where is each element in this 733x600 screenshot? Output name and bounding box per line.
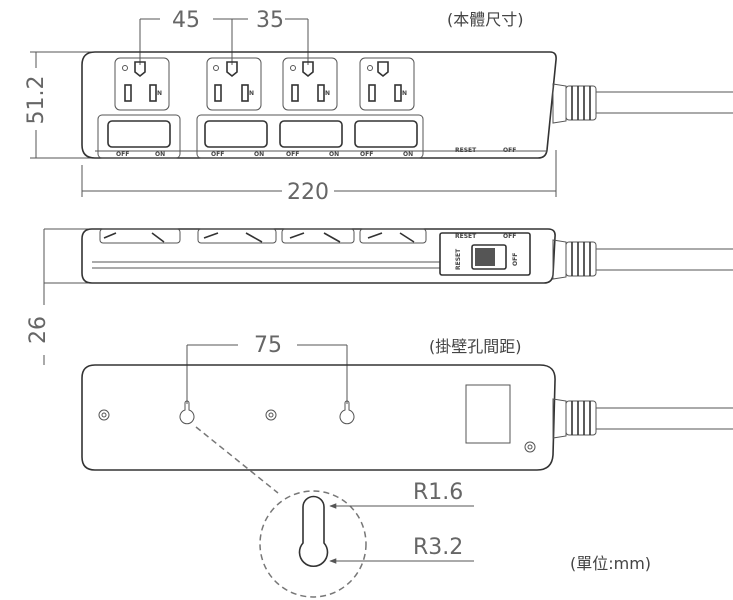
- outlet-1-slot-right: [149, 84, 157, 102]
- outlet-4-slot-right: [394, 84, 402, 102]
- switch-housing-right: [196, 114, 424, 159]
- caption-unit: (單位:mm): [570, 554, 651, 573]
- cable-top-grip: [565, 85, 597, 121]
- switch-3-off-label: OFF: [286, 151, 299, 158]
- bottom-screw-right: [524, 441, 536, 453]
- outlet-3: N: [282, 57, 338, 111]
- cable-side-grip: [565, 241, 597, 277]
- side-socket-3: [281, 228, 355, 244]
- switch-3-rocker: [279, 120, 343, 148]
- outlet-4: N: [359, 57, 415, 111]
- switch-4: OFF ON: [354, 120, 418, 158]
- outlet-3-slot-left: [291, 84, 299, 102]
- outlet-2-slot-right: [241, 84, 249, 102]
- side-view: 26 RESET OFF RESET OFF: [26, 228, 733, 365]
- outlet-2-slot-left: [214, 84, 222, 102]
- side-off-vertical-label: OFF: [512, 253, 519, 266]
- side-body-outline: [81, 228, 556, 284]
- outlet-4-ground: [377, 61, 389, 78]
- cable-side: [552, 239, 733, 280]
- caption-hang-spacing: (掛壁孔間距): [429, 337, 522, 356]
- bottom-screw-right-inner: [527, 444, 533, 450]
- bottom-screw-left: [98, 409, 110, 421]
- outlet-3-ground: [302, 61, 314, 78]
- switch-2: OFF ON: [204, 120, 268, 158]
- side-socket-2: [197, 228, 277, 244]
- switch-4-off-label: OFF: [360, 151, 373, 158]
- outlet-1-face: [114, 57, 170, 111]
- cable-top: [552, 83, 733, 124]
- switch-4-rocker: [354, 120, 418, 148]
- dim-51-2: 51.2: [24, 76, 49, 125]
- switch-3: OFF ON: [279, 120, 343, 158]
- switch-3-on-label: ON: [329, 151, 339, 158]
- bottom-body-outline: [81, 364, 556, 471]
- detail-circle: [259, 490, 367, 598]
- switch-2-on-label: ON: [254, 151, 264, 158]
- side-socket-1: [99, 228, 181, 244]
- cable-bottom-boot: [552, 398, 567, 439]
- side-off-label: OFF: [503, 233, 516, 240]
- outlet-2-screw: [213, 65, 219, 71]
- switch-1-on-label: ON: [155, 151, 165, 158]
- switch-4-on-label: ON: [403, 151, 413, 158]
- dim-26: 26: [26, 316, 51, 344]
- side-reset-vertical-label: RESET: [455, 248, 462, 270]
- dim-35: 35: [256, 8, 284, 33]
- outlet-1-ground: [134, 61, 146, 78]
- dim-45: 45: [172, 8, 200, 33]
- outlet-1-slot-left: [124, 84, 132, 102]
- dim-220: 220: [287, 180, 329, 205]
- switch-housing-left: [97, 114, 181, 159]
- cable-bottom: [552, 398, 733, 439]
- keyhole-right: [339, 400, 355, 425]
- top-off-label: OFF: [503, 147, 516, 154]
- bottom-screw-left-inner: [101, 412, 107, 418]
- outlet-2-neutral-mark: N: [249, 90, 254, 97]
- strip-body-outline: [81, 51, 557, 159]
- bottom-screw-center-inner: [268, 412, 274, 418]
- side-reset-button: [471, 244, 507, 270]
- switch-1: OFF ON: [107, 120, 171, 158]
- cable-side-boot: [552, 239, 567, 280]
- keyhole-detail: [298, 495, 329, 567]
- label-r3-2: R3.2: [413, 535, 463, 560]
- dim-75: 75: [254, 333, 282, 358]
- outlet-4-neutral-mark: N: [402, 90, 407, 97]
- caption-body-size: (本體尺寸): [447, 10, 524, 29]
- outlet-3-face: [282, 57, 338, 111]
- cable-bottom-grip: [565, 400, 597, 436]
- bottom-view: (掛壁孔間距) 75: [81, 333, 733, 598]
- outlet-1-neutral-mark: N: [157, 90, 162, 97]
- outlet-4-screw: [367, 65, 373, 71]
- outlet-4-slot-left: [368, 84, 376, 102]
- side-reset-label: RESET: [455, 233, 477, 240]
- label-r1-6: R1.6: [413, 480, 463, 505]
- keyhole-left: [179, 400, 195, 425]
- outlet-2: N: [206, 57, 262, 111]
- detail-leader-line: [195, 426, 279, 494]
- bottom-screw-center: [265, 409, 277, 421]
- side-switch-module: [439, 232, 531, 276]
- outlet-2-ground: [226, 61, 238, 78]
- outlet-1: N: [114, 57, 170, 111]
- outlet-2-face: [206, 57, 262, 111]
- outlet-3-screw: [290, 65, 296, 71]
- top-view: (本體尺寸) 45 35 51.2 N: [24, 8, 733, 205]
- bottom-label-plate: [465, 384, 511, 444]
- cable-top-boot: [552, 83, 567, 124]
- switch-2-off-label: OFF: [211, 151, 224, 158]
- side-socket-prongs: [103, 232, 415, 243]
- switch-1-off-label: OFF: [116, 151, 129, 158]
- switch-1-rocker: [107, 120, 171, 148]
- outlet-3-neutral-mark: N: [325, 90, 330, 97]
- side-reset-button-face: [475, 248, 495, 266]
- outlet-4-face: [359, 57, 415, 111]
- side-socket-4: [359, 228, 427, 244]
- outlet-1-screw: [122, 65, 128, 71]
- switch-2-rocker: [204, 120, 268, 148]
- top-reset-label: RESET: [455, 147, 477, 154]
- outlet-3-slot-right: [317, 84, 325, 102]
